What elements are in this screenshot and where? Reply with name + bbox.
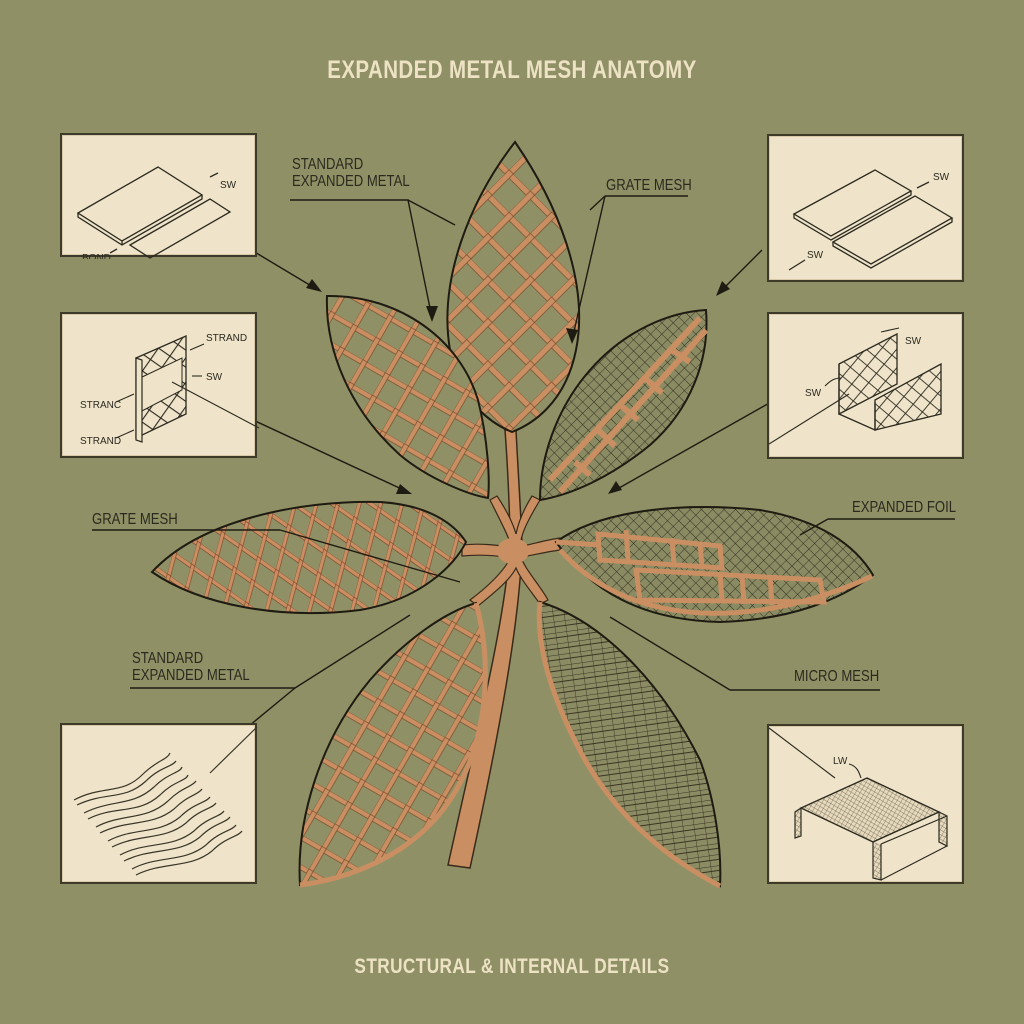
- callout-standard-expanded-metal-bottom: STANDARD EXPANDED METAL: [132, 650, 250, 684]
- plates-drawing: SW BOND: [76, 166, 237, 259]
- callout-line-2: EXPANDED METAL: [132, 667, 250, 684]
- callout-line-1: EXPANDED FOIL: [852, 499, 957, 516]
- label-sw: SW: [206, 372, 223, 383]
- callout-line-1: GRATE MESH: [92, 511, 178, 528]
- callout-expanded-foil: EXPANDED FOIL: [852, 499, 956, 516]
- label-strand-2: STRAND: [80, 436, 121, 447]
- leaf-left: [150, 500, 468, 615]
- right-foil-frame: [555, 529, 874, 616]
- wavy-strands-drawing: [73, 726, 258, 876]
- panel-mid-right: SW SW: [767, 312, 964, 459]
- callout-micro-mesh: MICRO MESH: [794, 668, 879, 685]
- callout-line-1: GRATE MESH: [606, 177, 692, 194]
- panel-bottom-right: LW: [767, 724, 964, 884]
- arrowheads: [306, 279, 730, 494]
- micro-mesh-tray-drawing: LW: [769, 727, 948, 881]
- label-sw-2: SW: [805, 388, 822, 399]
- label-sw: SW: [220, 180, 237, 191]
- leaf-lower-right-rim: [536, 601, 722, 889]
- callout-grate-mesh-top: GRATE MESH: [606, 177, 692, 194]
- plates-drawing: SW SW: [788, 169, 954, 271]
- label-sw-2: SW: [807, 250, 824, 261]
- label-bond: BOND: [82, 253, 111, 259]
- callout-line-1: MICRO MESH: [794, 668, 880, 685]
- label-sw-1: SW: [933, 172, 950, 183]
- panel-top-right: SW SW: [767, 134, 964, 282]
- callout-grate-mesh-left: GRATE MESH: [92, 511, 178, 528]
- label-lw: LW: [833, 756, 848, 767]
- callout-line-1: STANDARD: [292, 156, 364, 173]
- label-stranc: STRANC: [80, 400, 121, 411]
- diagram-title: EXPANDED METAL MESH ANATOMY: [327, 56, 697, 84]
- callout-line-1: STANDARD: [132, 650, 204, 667]
- leaf-upper-left: [325, 294, 490, 500]
- callout-line-2: EXPANDED METAL: [292, 173, 410, 190]
- diagram-subtitle: STRUCTURAL & INTERNAL DETAILS: [354, 955, 670, 978]
- panel-top-left: SW BOND: [60, 133, 257, 259]
- stem: [447, 429, 561, 869]
- u-channel-drawing: SW SW: [769, 327, 942, 445]
- panel-mid-left: STRAND SW STRANC STRAND: [60, 312, 259, 458]
- leaf-right: [554, 506, 875, 624]
- leaf-lower-right: [538, 600, 722, 888]
- leaf-top: [446, 140, 581, 434]
- callout-standard-expanded-metal-top: STANDARD EXPANDED METAL: [292, 156, 410, 190]
- panel-bottom-left: [60, 723, 258, 884]
- upper-right-frame: [547, 315, 709, 495]
- label-sw-1: SW: [905, 336, 922, 347]
- leaf-lower-left-rim: [299, 602, 488, 888]
- label-strand-1: STRAND: [206, 333, 247, 344]
- mesh-frame-drawing: STRAND SW STRANC STRAND: [80, 333, 259, 447]
